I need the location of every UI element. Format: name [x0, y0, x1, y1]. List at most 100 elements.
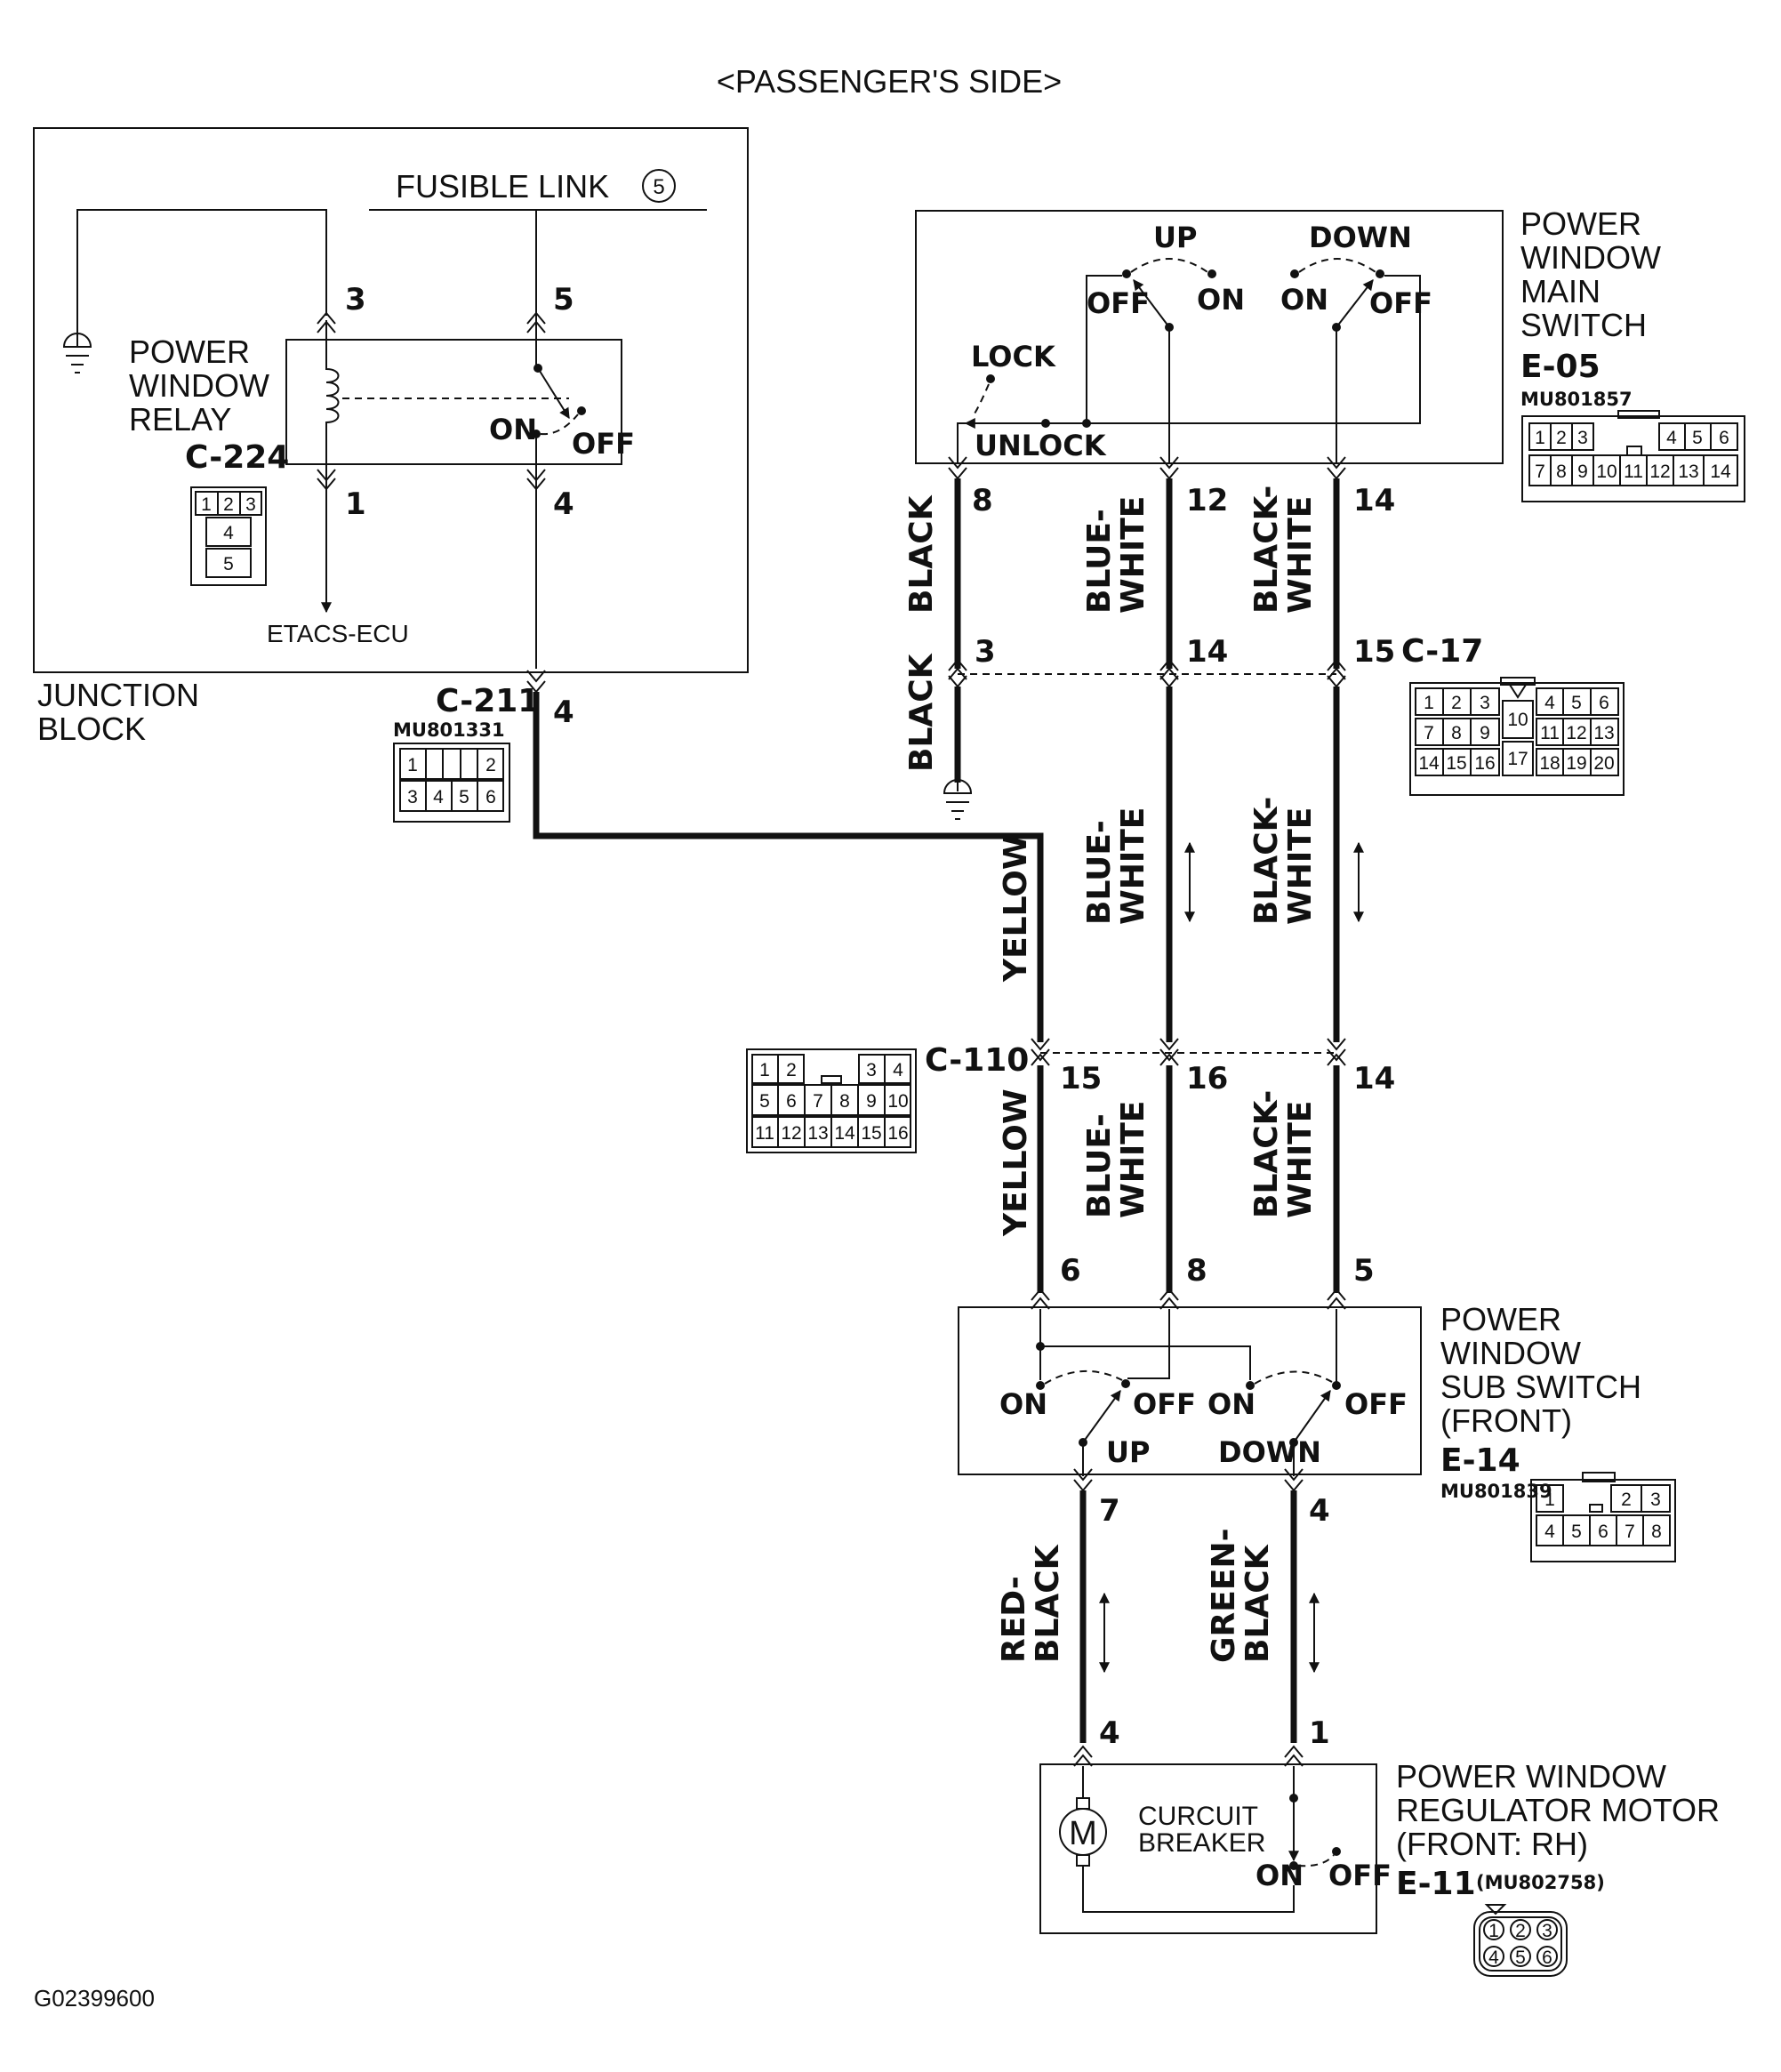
c110-pin-16: 16 — [1186, 1061, 1228, 1096]
motor-pin-4: 4 — [1099, 1715, 1120, 1751]
wire-label-green-black-2: BLACK — [1239, 1544, 1276, 1663]
c110-cell: 11 — [755, 1123, 774, 1144]
junction-block-label-2: BLOCK — [37, 711, 146, 747]
e05-cell: 8 — [1556, 462, 1567, 482]
sub-down-on-contact — [1246, 1381, 1255, 1390]
sub-up-off-label: OFF — [1133, 1387, 1196, 1421]
sub-up-arc — [1044, 1370, 1123, 1385]
e14-cell: 5 — [1571, 1522, 1582, 1542]
main-switch-id: E-05 — [1520, 349, 1600, 385]
relay-box — [285, 339, 622, 465]
c110-terminal-14 — [1327, 1038, 1346, 1066]
sub-switch: POWER WINDOW SUB SWITCH (FRONT) E-14 MU8… — [958, 1253, 1676, 1562]
wire-label-black-white-upper-1: BLACK- — [1248, 486, 1285, 614]
motor-frame — [1039, 1763, 1377, 1934]
up-on-contact — [1207, 269, 1216, 278]
relay-cell: 2 — [223, 494, 234, 515]
c17-cell: 1 — [1424, 693, 1434, 713]
sub-pin-4: 4 — [1309, 1493, 1330, 1529]
relay-pin-3: 3 — [345, 282, 366, 317]
e05-cell: 14 — [1710, 462, 1731, 482]
c110-cell: 8 — [839, 1091, 850, 1112]
c110-terminal-15 — [1031, 1038, 1050, 1066]
c17-id: C-17 — [1401, 633, 1483, 670]
relay-ground-wire — [76, 209, 327, 336]
c17-pin-15: 15 — [1353, 634, 1395, 670]
down-on-label: ON — [1280, 283, 1328, 317]
sub-down-label: DOWN — [1218, 1435, 1321, 1469]
e05-cell: 6 — [1719, 428, 1729, 448]
wire-yellow-upper — [533, 692, 1044, 1042]
sub-pin-5: 5 — [1353, 1253, 1375, 1289]
wire-label-black-white-lower-1: BLACK- — [1248, 1090, 1285, 1218]
c17-cell: 15 — [1446, 753, 1466, 774]
sub-switch-frame — [958, 1306, 1422, 1475]
etacs-label: ETACS-ECU — [267, 620, 409, 647]
sub-terminal-8 — [1159, 1288, 1179, 1310]
c211-cell: 6 — [485, 787, 496, 807]
breaker-label-2: BREAKER — [1138, 1828, 1265, 1858]
connector-c110: C-110 15 16 14 1 2 3 4 5 — [746, 1038, 1395, 1153]
relay-label-2: WINDOW — [129, 367, 269, 404]
regulator-motor: POWER WINDOW REGULATOR MOTOR (FRONT: RH)… — [1039, 1715, 1720, 1977]
down-on-contact — [1290, 269, 1299, 278]
e11-cell: 2 — [1515, 1921, 1526, 1941]
c17-cell: 10 — [1507, 710, 1528, 730]
figure-id: G02399600 — [34, 1985, 155, 2012]
relay-cell: 3 — [245, 494, 256, 515]
relay-cell: 4 — [223, 523, 234, 543]
c211-cell: 4 — [433, 787, 444, 807]
e11-cell: 1 — [1488, 1921, 1499, 1941]
page-title: <PASSENGER'S SIDE> — [717, 63, 1062, 100]
wire-label-blue-white-upper-1: BLUE- — [1081, 509, 1118, 614]
relay-terminal-5 — [526, 311, 546, 333]
wire-label-blue-white-mid-1: BLUE- — [1081, 820, 1118, 925]
breaker-arc — [1297, 1854, 1335, 1867]
c110-cell: 13 — [807, 1123, 828, 1144]
e11-cell: 3 — [1542, 1921, 1552, 1941]
sub-down-blade — [1293, 1390, 1331, 1443]
e14-cell: 6 — [1598, 1522, 1609, 1542]
lock-arc — [972, 383, 990, 417]
relay-pin-5: 5 — [553, 282, 574, 317]
up-off-label: OFF — [1087, 286, 1150, 320]
e05-cell: 3 — [1577, 428, 1588, 448]
down-blade — [1336, 279, 1374, 328]
c110-face: 1 2 3 4 5 6 7 8 9 10 11 12 13 14 15 16 — [746, 1048, 917, 1153]
sub-up-off-contact — [1121, 1379, 1130, 1388]
sub-feed-8 — [1127, 1309, 1170, 1379]
c110-cell: 10 — [887, 1091, 908, 1112]
e05-cell: 4 — [1666, 428, 1677, 448]
c110-cell: 1 — [759, 1060, 770, 1080]
c17-cell: 7 — [1424, 723, 1434, 743]
sub-switch-part-number: MU801839 — [1440, 1481, 1552, 1502]
c17-cell: 19 — [1566, 753, 1586, 774]
down-arc — [1298, 258, 1376, 273]
motor-title-2: REGULATOR MOTOR — [1396, 1792, 1720, 1828]
e05-cell: 11 — [1624, 462, 1643, 482]
relay-cell: 5 — [223, 554, 234, 574]
relay-cell: 1 — [201, 494, 212, 515]
c110-pin-15: 15 — [1060, 1061, 1102, 1096]
sub-down-on-label: ON — [1207, 1387, 1256, 1421]
relay-pin-1: 1 — [345, 486, 366, 522]
e14-cell: 8 — [1651, 1522, 1662, 1542]
c110-cell: 16 — [887, 1123, 908, 1144]
breaker-label-1: CURCUIT — [1138, 1802, 1258, 1831]
sub-up-blade — [1082, 1390, 1121, 1443]
junction-block-label-1: JUNCTION — [37, 677, 199, 713]
wire-label-blue-white-upper-2: WHITE — [1115, 496, 1151, 614]
main-switch-frame — [915, 210, 1504, 464]
motor-connector-face: 1 2 3 4 5 6 — [1473, 1904, 1568, 1977]
wire-label-black-white-lower-2: WHITE — [1282, 1101, 1319, 1218]
c211-cell: 3 — [407, 787, 418, 807]
lock-label: LOCK — [971, 340, 1056, 373]
unlock-label: UNLOCK — [975, 429, 1107, 462]
relay-switch-off: OFF — [572, 427, 635, 461]
connector-c211: C-211 MU801331 4 1 2 3 4 5 6 — [393, 670, 574, 823]
c211-cell: 2 — [485, 755, 496, 775]
motor-pin-1: 1 — [1309, 1715, 1330, 1751]
sub-down-arc — [1254, 1370, 1333, 1385]
c17-cell: 13 — [1593, 723, 1614, 743]
